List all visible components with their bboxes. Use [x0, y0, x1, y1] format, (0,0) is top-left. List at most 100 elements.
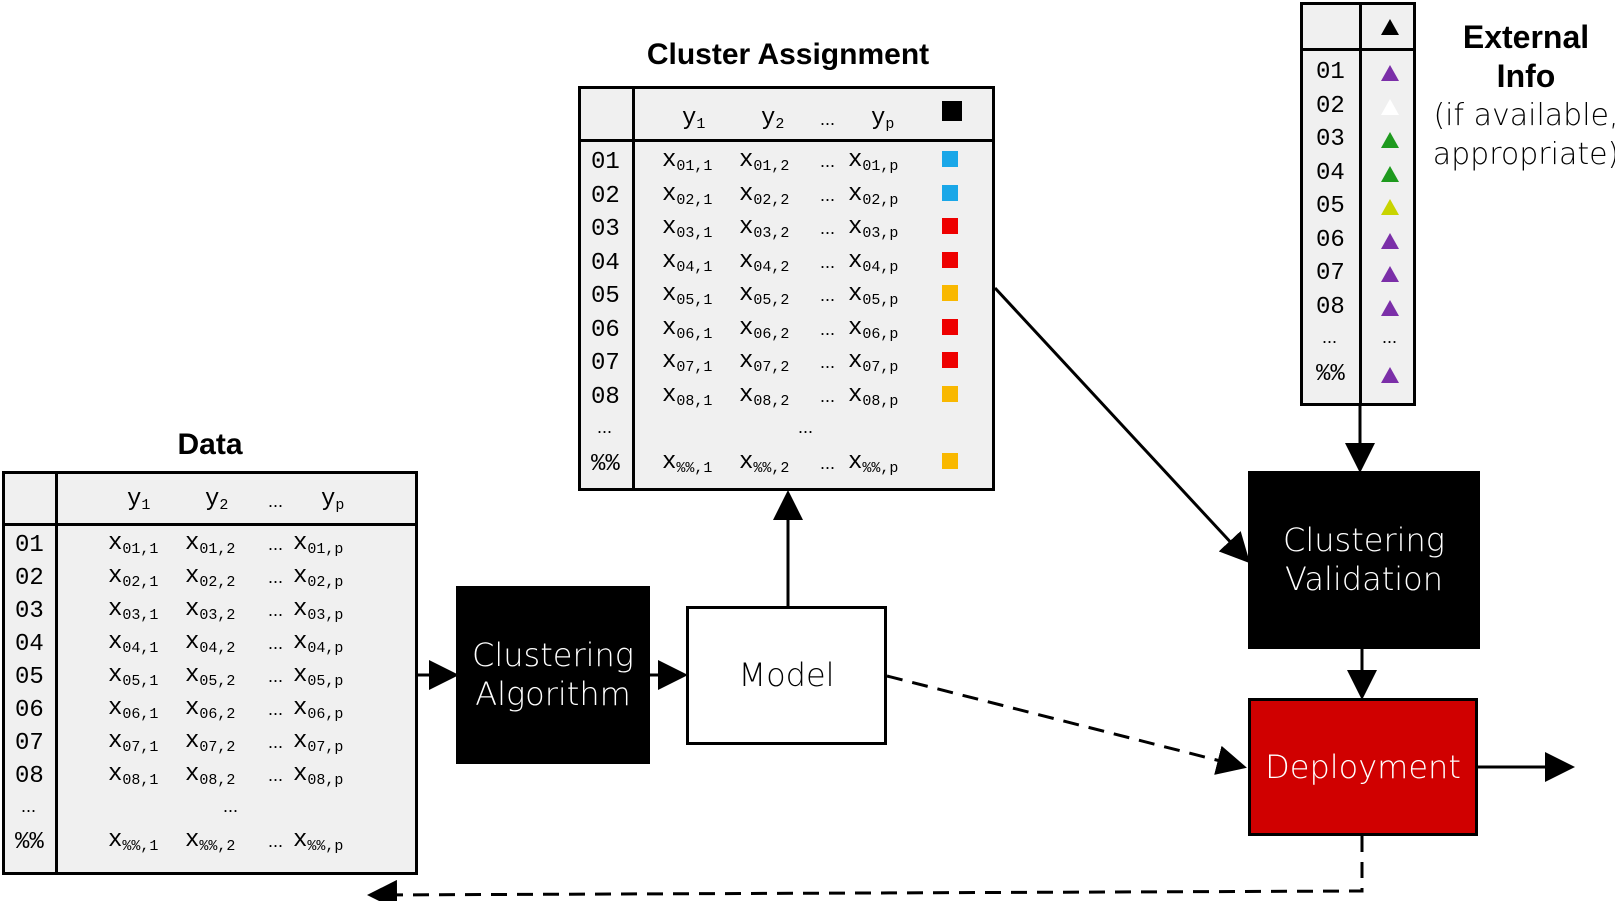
data-last-row-id: %% [15, 829, 44, 856]
data-row-ellipsis: ... [268, 765, 284, 785]
external-row-id: 07 [1316, 260, 1345, 287]
cluster-cell-subscript: 04,1 [676, 258, 713, 276]
cluster-color-square [942, 251, 958, 268]
deployment-box: Deployment [1248, 698, 1478, 836]
cluster-cell: x08,2 [739, 381, 790, 410]
cluster-cell-subscript: 07,1 [676, 359, 713, 376]
data-cell-subscript: 04,p [307, 640, 344, 657]
data-cell-subscript: 01,2 [199, 541, 236, 558]
data-cell: x03,p [293, 596, 344, 624]
cluster-cell-subscript: %%,1 [676, 459, 713, 477]
cluster-header-y1: y1 [682, 105, 706, 133]
external-triangle-icon [1381, 366, 1399, 383]
arrow-deployment-feedback-dashed [367, 836, 1364, 901]
cluster-header-yp-label: p [885, 116, 895, 133]
data-cell: x02,1 [108, 563, 159, 591]
header-y2: y2 [205, 486, 229, 514]
cluster-header-ellipsis: ... [820, 109, 836, 129]
data-cell: x%%,2 [185, 827, 236, 855]
data-cell: x06,1 [108, 695, 159, 723]
data-cell: x03,2 [185, 596, 236, 624]
cluster-cell-subscript: 04,p [862, 258, 899, 276]
cluster-row-ellipsis: ... [820, 385, 836, 406]
cluster-ellipsis-row-mid: ... [798, 417, 814, 437]
data-cell: x%%,p [293, 827, 344, 855]
cluster-cell: x05,p [848, 281, 899, 309]
data-cell-subscript: 04,2 [199, 640, 236, 657]
cluster-cell-subscript: 01,p [862, 158, 899, 175]
data-cell: x06,p [293, 695, 344, 723]
cluster-cell-subscript: 02,p [862, 191, 899, 209]
cluster-cell: x06,1 [662, 314, 713, 343]
external-triangle-icon [1381, 266, 1399, 282]
model-label: Model [738, 656, 835, 694]
cluster-cell: x07,p [848, 348, 899, 376]
data-cell: x07,1 [108, 728, 159, 756]
data-cell-subscript: 08,p [307, 772, 344, 789]
cluster-cell: x08,p [848, 381, 899, 410]
cluster-cell-subscript: 04,2 [753, 258, 790, 276]
cluster-cell: x03,2 [739, 214, 790, 242]
data-cell-subscript: 06,2 [199, 706, 236, 723]
header-y1: y1 [127, 486, 151, 514]
data-cell: x05,2 [185, 662, 236, 690]
data-cell: x02,2 [185, 563, 236, 591]
cluster-color-square [942, 318, 958, 335]
cluster-cell: x04,2 [739, 247, 790, 276]
header-y1-label: 1 [141, 497, 151, 514]
header-yp-label: p [335, 497, 345, 514]
data-cell: x01,1 [108, 530, 159, 558]
arrow-cluster-assignment-to-validation [993, 286, 1251, 564]
data-cell: x08,1 [108, 761, 159, 789]
external-row-id: 04 [1316, 159, 1345, 187]
cluster-cell-subscript: 01,2 [753, 158, 790, 175]
clustering-algorithm-line2: Algorithm [475, 675, 631, 713]
cluster-cell-subscript: 03,1 [676, 225, 713, 242]
external-triangle-icon [1381, 132, 1399, 148]
header-yp: yp [321, 486, 345, 514]
cluster-cell: x08,1 [662, 381, 713, 410]
cluster-cell: x05,1 [662, 281, 713, 309]
cluster-cell: x06,p [848, 314, 899, 343]
external-ellipsis-row-marker: ... [1382, 327, 1398, 347]
cluster-cell: x%%,2 [739, 448, 790, 477]
cluster-header-y1-label: 1 [696, 116, 706, 133]
clustering-algorithm-box: Clustering Algorithm [456, 586, 650, 764]
data-cell: x04,1 [108, 629, 159, 657]
external-triangle-icon [1381, 232, 1399, 249]
data-cell-subscript: 08,1 [122, 772, 159, 789]
data-cell-subscript: %%,1 [122, 838, 159, 855]
external-triangle-icon [1381, 299, 1399, 316]
cluster-row-ellipsis: ... [820, 452, 836, 473]
data-row-ellipsis: ... [268, 633, 284, 653]
header-y2-label: 2 [219, 497, 229, 514]
external-row-id: 06 [1316, 226, 1345, 254]
cluster-row-ellipsis: ... [820, 251, 836, 272]
data-cell-subscript: 02,2 [199, 574, 236, 591]
cluster-cell-subscript: 05,p [862, 292, 899, 309]
cluster-color-square [942, 184, 958, 201]
cluster-cell: x%%,1 [662, 448, 713, 477]
header-ellipsis: ... [268, 491, 284, 511]
external-table-header [1303, 5, 1413, 51]
cluster-cell-subscript: 08,p [862, 392, 899, 410]
cluster-assignment-title: Cluster Assignment [646, 38, 930, 71]
external-triangle-icon [1381, 65, 1399, 81]
cluster-cell-subscript: 05,1 [676, 292, 713, 309]
data-cell: x08,2 [185, 761, 236, 789]
external-info-subtitle-line2: appropriate) [1432, 137, 1615, 172]
external-table-divider [1359, 5, 1362, 403]
cluster-last-row-id: %% [591, 450, 620, 478]
external-header-triangle-icon [1381, 19, 1399, 35]
cluster-row-ellipsis: ... [820, 151, 836, 171]
data-row-ellipsis: ... [268, 567, 284, 587]
cluster-cell: x05,2 [739, 281, 790, 309]
data-ellipsis-row-mid: ... [223, 796, 239, 816]
external-info-subtitle-line1: (if available, [1433, 98, 1615, 133]
data-cell-subscript: 05,1 [122, 673, 159, 690]
cluster-table-header [581, 89, 992, 142]
cluster-cell-subscript: 03,p [862, 225, 899, 242]
